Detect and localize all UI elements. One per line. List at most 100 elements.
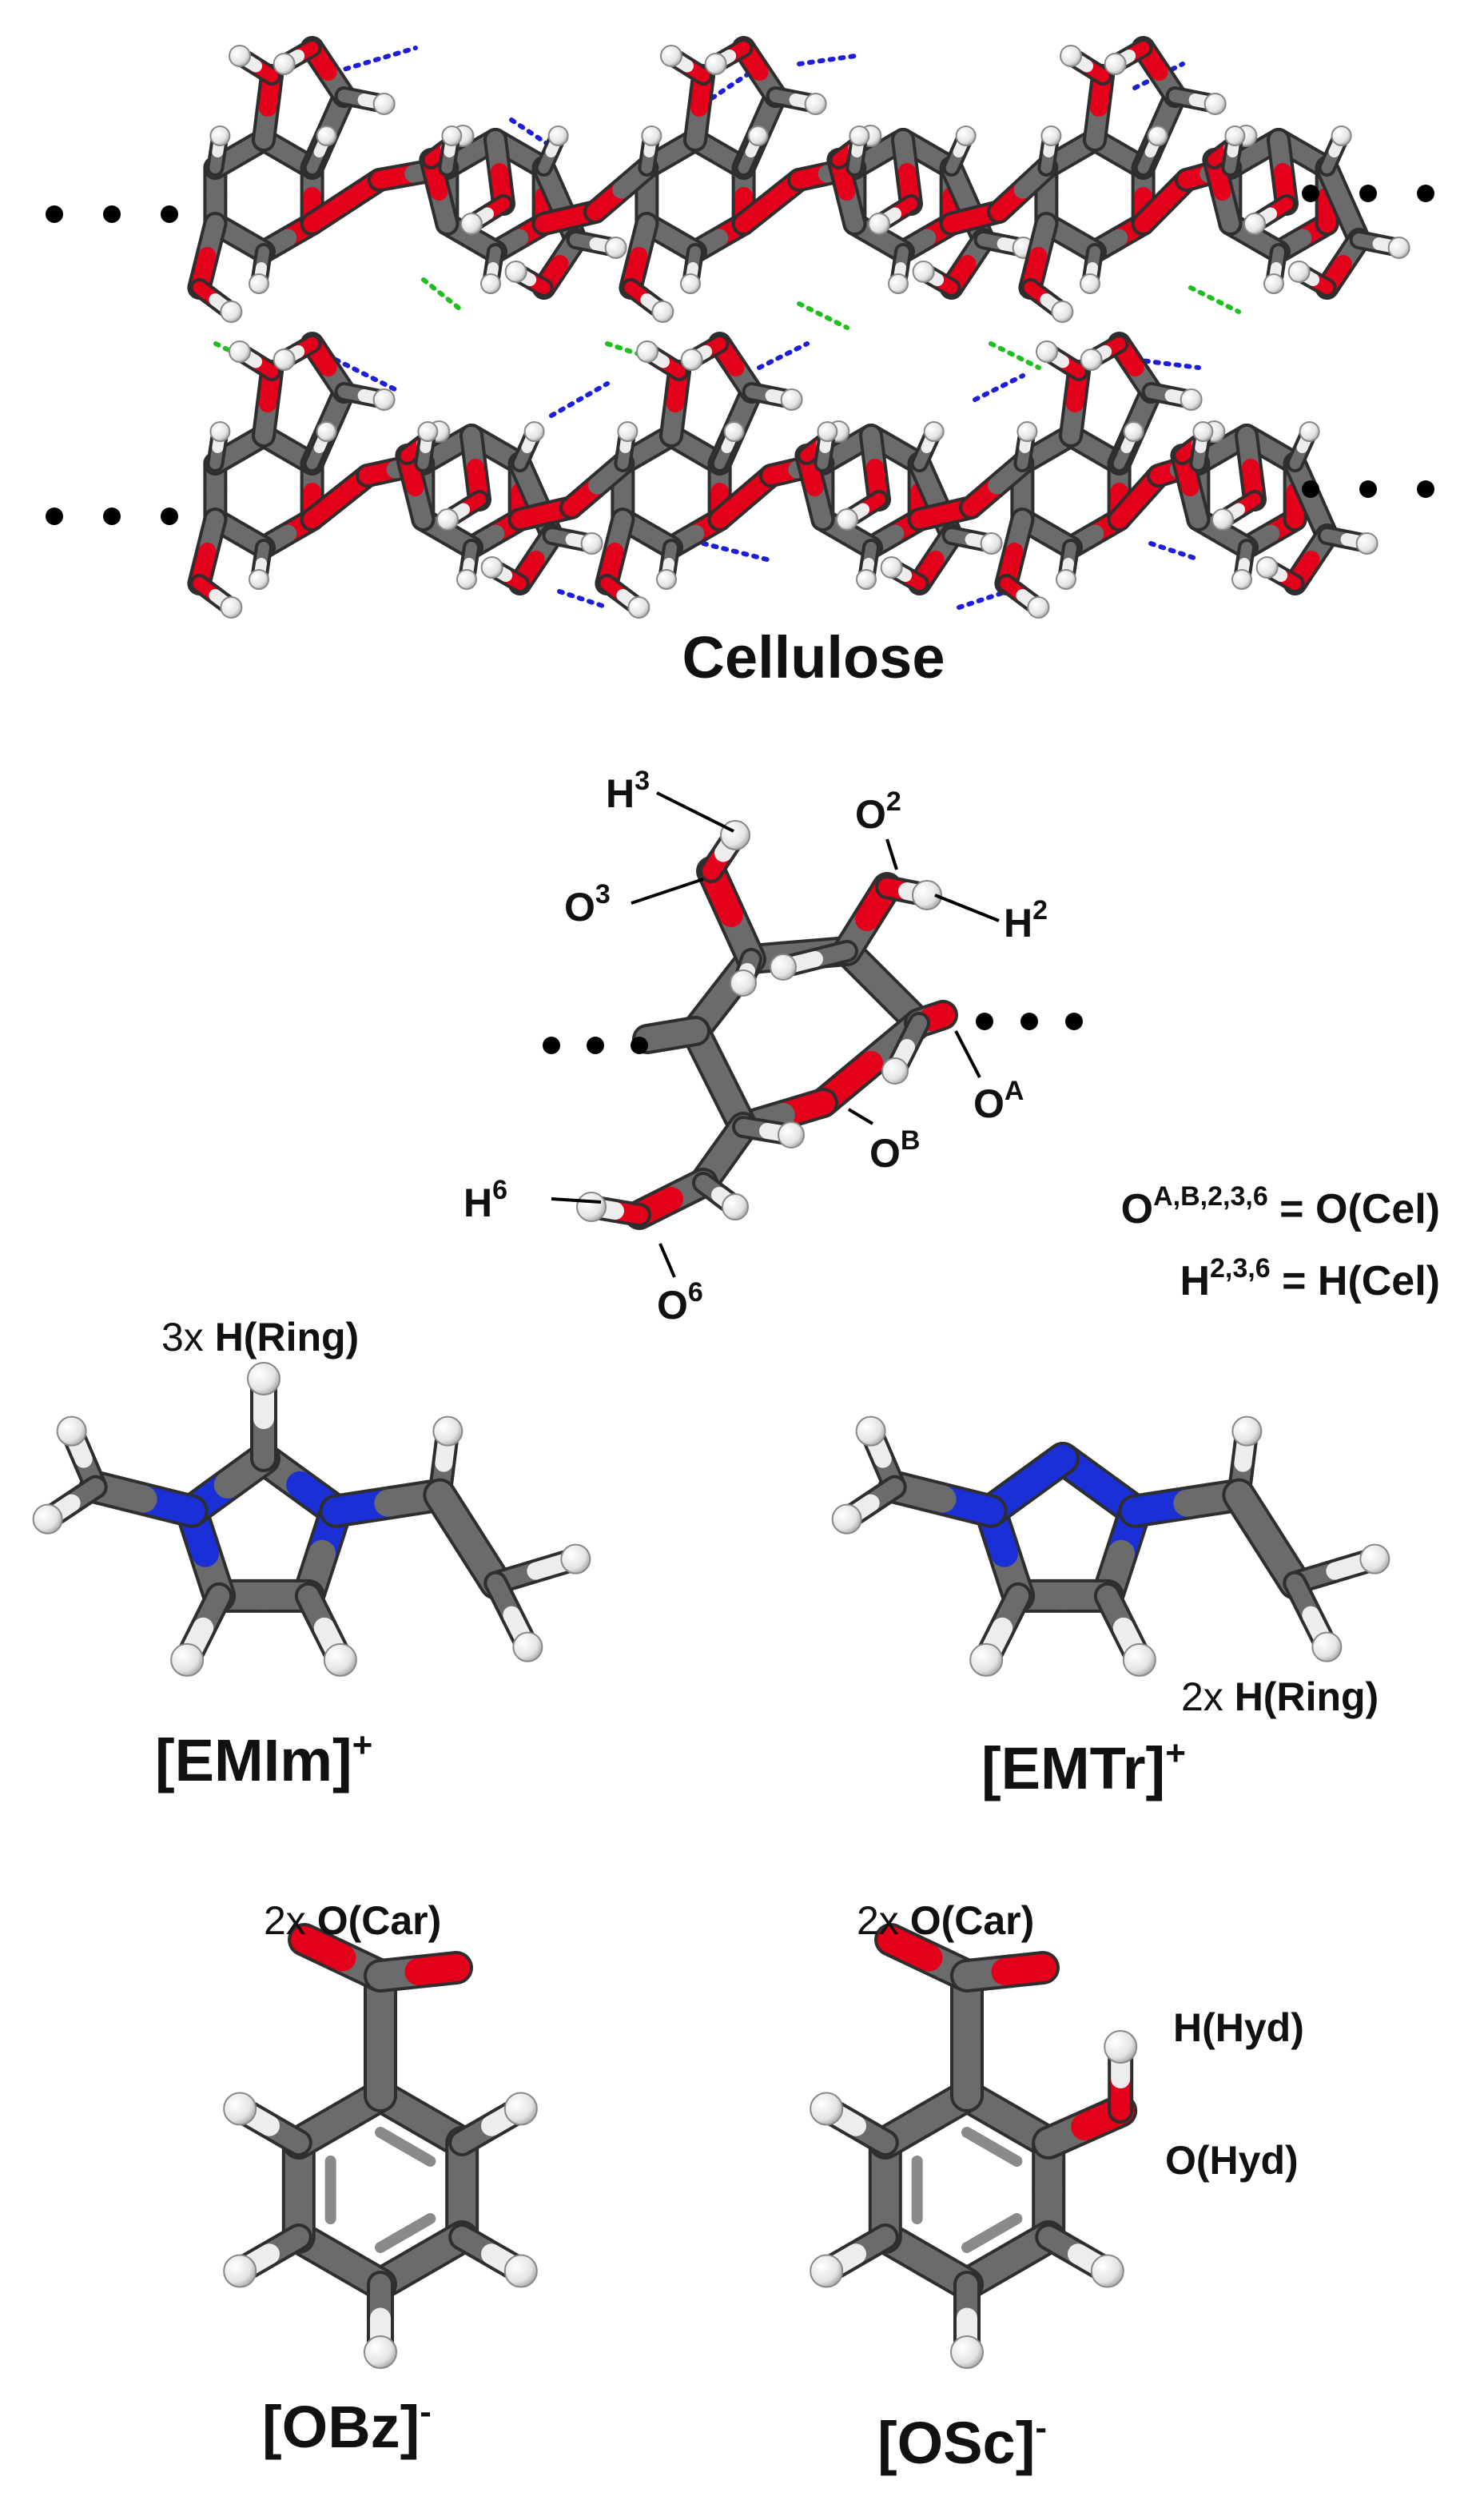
osc-ohyd-label: O(Hyd) <box>1165 2138 1299 2183</box>
hydrogen-atom <box>636 340 658 363</box>
hydrogen-atom <box>209 125 231 146</box>
hydrogen-atom <box>923 421 945 442</box>
obz-bonds <box>223 1923 538 2369</box>
hbond-intra <box>549 381 610 418</box>
hydrogen-atom <box>480 273 501 294</box>
aromatic-inner-bond <box>375 2213 436 2253</box>
hydrogen-atom <box>831 1503 862 1535</box>
hydrogen-atom <box>810 2092 844 2126</box>
hydrogen-atom <box>604 237 627 259</box>
hydrogen-atom <box>704 53 727 75</box>
label-o3: O3 <box>564 879 611 930</box>
hydrogen-atom <box>810 2254 844 2288</box>
hydrogen-atom <box>912 261 935 283</box>
hydrogen-atom <box>372 388 396 411</box>
hydrogen-atom <box>220 596 243 619</box>
hydrogen-atom <box>512 1631 543 1662</box>
hydrogen-atom <box>432 1415 463 1447</box>
hydrogen-atom <box>1027 596 1050 619</box>
hbond-intra <box>757 341 810 370</box>
emim-name: [EMIm]+ <box>155 1726 372 1793</box>
hydrogen-atom <box>1203 93 1227 115</box>
hydrogen-atom <box>1192 421 1214 442</box>
hydrogen-atom <box>881 1057 909 1085</box>
cellulose-bonds <box>187 36 1410 619</box>
hydrogen-atom <box>1231 569 1252 590</box>
hbond-intra <box>333 357 402 394</box>
hydrogen-atom <box>372 93 396 115</box>
bond-half-C <box>635 1023 683 1051</box>
hydrogen-atom <box>273 348 296 371</box>
continuation-dots-right-bottom <box>1302 480 1434 498</box>
monomer-bonds <box>576 820 958 1230</box>
hydrogen-atom <box>1104 53 1127 75</box>
hydrogen-atom <box>273 53 296 75</box>
hydrogen-atom <box>1104 2030 1138 2064</box>
hydrogen-atom <box>1311 1631 1343 1662</box>
continuation-dots-right-top <box>1302 185 1434 202</box>
hydrogen-atom <box>56 1415 87 1447</box>
hydrogen-atom <box>576 1192 607 1222</box>
hydrogen-atom <box>1287 261 1311 283</box>
hydrogen-atom <box>1056 569 1076 590</box>
hydrogen-atom <box>1122 1642 1156 1677</box>
hydrogen-atom <box>888 273 909 294</box>
emtr-bonds <box>831 1415 1390 1677</box>
hbond-intra <box>701 541 770 562</box>
hydrogen-atom <box>503 2254 538 2288</box>
osc-name: [OSc]- <box>877 2408 1047 2476</box>
hydrogen-atom <box>1017 421 1038 442</box>
hbond-inter <box>797 301 849 330</box>
bond-half-O <box>991 1954 1056 1985</box>
aromatic-inner-bond <box>375 2127 436 2167</box>
label-h6: H6 <box>463 1175 507 1225</box>
hydrogen-atom <box>1211 508 1234 531</box>
hydrogen-atom <box>980 532 1003 555</box>
legend-oxygen: OA,B,2,3,6 = O(Cel) <box>1121 1181 1440 1232</box>
bond-half-O <box>919 1003 955 1031</box>
hydrogen-atom <box>817 421 838 442</box>
hydrogen-atom <box>560 1543 591 1575</box>
hydrogen-atom <box>547 125 569 146</box>
hydrogen-atom <box>1331 125 1352 146</box>
hydrogen-atom <box>1359 1543 1390 1575</box>
emtr-site-label: 2x H(Ring) <box>1181 1674 1379 1719</box>
hbond-intra <box>333 46 418 74</box>
hydrogen-atom <box>441 125 463 146</box>
hbond-intra <box>1132 357 1201 370</box>
obz-anion: 2x O(Car) [OBz]- <box>223 1898 538 2460</box>
aromatic-inner-bond <box>961 2213 1023 2253</box>
hydrogen-atom <box>480 556 503 579</box>
hydrogen-atom <box>1090 2254 1124 2288</box>
cellulose-network: Cellulose <box>46 36 1434 691</box>
hydrogen-atom <box>780 388 803 411</box>
hydrogen-atom <box>223 2254 257 2288</box>
hydrogen-atom <box>364 2335 397 2369</box>
label-o2: O2 <box>855 786 901 837</box>
hydrogen-atom <box>955 125 977 146</box>
bond-half-O <box>404 1954 470 1985</box>
hydrogen-atom <box>680 273 701 294</box>
hydrogen-atom <box>1224 125 1246 146</box>
hydrogen-atom <box>316 125 337 146</box>
bond-half-O <box>291 1926 356 1972</box>
hbond-intra <box>557 589 610 610</box>
glucose-monomer: H3 O2 O3 H2 OA OB H6 O6 OA,B,2,3,6 = O(C… <box>463 766 1440 1328</box>
hydrogen-atom <box>660 45 682 67</box>
osc-site-label: 2x O(Car) <box>857 1898 1034 1943</box>
hydrogen-atom <box>950 2335 984 2369</box>
hydrogen-atom <box>747 125 769 146</box>
hydrogen-atom <box>1060 45 1082 67</box>
hydrogen-atom <box>868 213 890 235</box>
hydrogen-atom <box>247 1362 280 1395</box>
hydrogen-atom <box>460 213 483 235</box>
hydrogen-atom <box>656 569 677 590</box>
hbond-intra <box>973 373 1025 402</box>
hydrogen-atom <box>1231 1415 1263 1447</box>
label-h3: H3 <box>606 766 650 816</box>
hydrogen-atom <box>1180 388 1203 411</box>
hydrogen-atom <box>249 273 269 294</box>
hydrogen-atom <box>651 301 674 323</box>
hydrogen-atom <box>32 1503 63 1535</box>
